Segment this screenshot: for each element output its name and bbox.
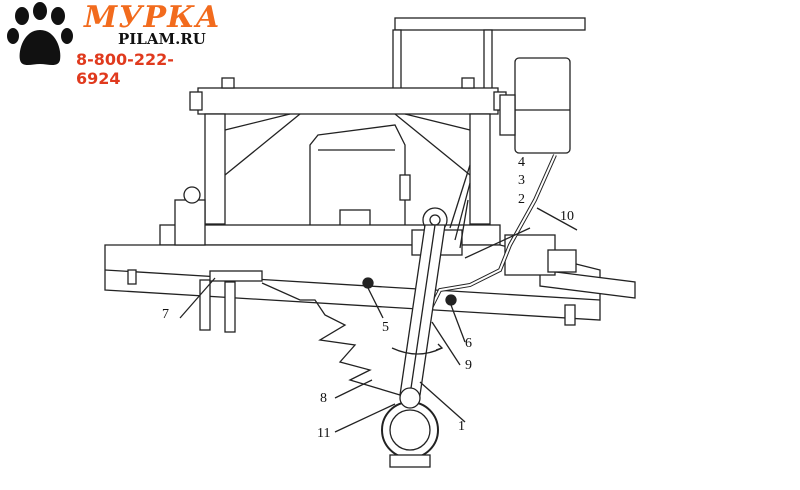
callout-11: 11 xyxy=(317,426,330,441)
callout-2: 2 xyxy=(518,192,525,207)
callout-8: 8 xyxy=(320,391,327,406)
callout-labels: 1 2 3 4 5 6 7 8 9 10 11 xyxy=(162,155,574,441)
callout-9: 9 xyxy=(465,358,472,373)
callout-5: 5 xyxy=(382,320,389,335)
brand-phone: 8-800-222-6924 xyxy=(76,50,174,88)
swing-arm xyxy=(381,207,463,468)
callout-4: 4 xyxy=(518,155,525,170)
hydraulic-cable-inner xyxy=(429,154,556,311)
brand-name: МУРКА xyxy=(84,0,221,35)
callout-10: 10 xyxy=(560,209,574,224)
paw-print-icon xyxy=(7,2,73,65)
callout-7: 7 xyxy=(162,307,169,322)
flex-cable xyxy=(261,282,401,396)
leader-lines xyxy=(179,164,578,433)
top-guide-bar xyxy=(392,17,586,91)
callout-3: 3 xyxy=(518,173,525,188)
brand-site: PILAM.RU xyxy=(118,30,206,48)
upper-frame xyxy=(189,77,507,225)
callout-1: 1 xyxy=(458,419,465,434)
callout-6: 6 xyxy=(465,336,472,351)
side-motor xyxy=(499,57,571,154)
brand-logo[interactable]: МУРКА PILAM.RU 8-800-222-6924 xyxy=(0,0,220,88)
